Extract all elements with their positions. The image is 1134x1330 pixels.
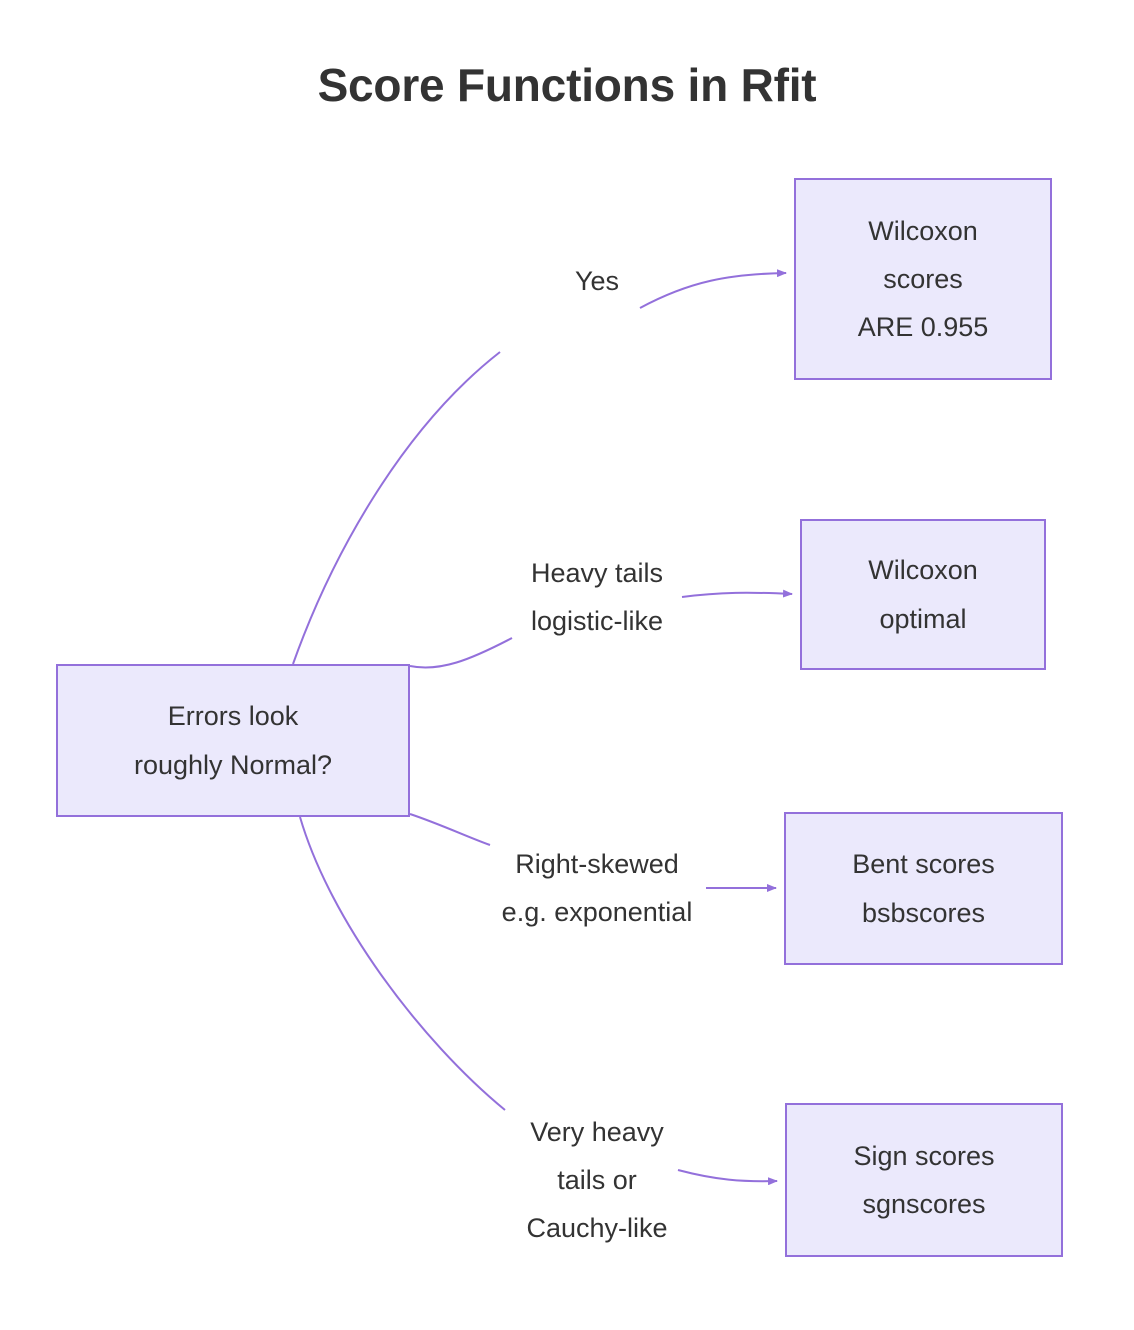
node-text-line: Wilcoxon (868, 215, 978, 246)
bent-scores-bsbscores[interactable]: Bent scores bsbscores (784, 812, 1063, 965)
edge-label-very-heavy: Very heavy tails or Cauchy-like (522, 1107, 672, 1253)
node-text-line: scores (883, 263, 963, 294)
node-text-line: Wilcoxon (868, 555, 978, 586)
edge-label-heavy-tails: Heavy tails logistic-like (526, 548, 668, 646)
sign-scores-sgnscores[interactable]: Sign scores sgnscores (785, 1103, 1063, 1257)
node-text-line: ARE 0.955 (857, 312, 989, 343)
wilcoxon-optimal[interactable]: Wilcoxon optimal (800, 519, 1046, 670)
edge-yes-part-a (292, 351, 501, 665)
edge-label-line: tails or (557, 1164, 637, 1195)
edge-label-line: Yes (574, 265, 620, 296)
edge-yes-part-b (639, 269, 787, 309)
node-text-line: Bent scores (852, 849, 995, 880)
node-text-line: sgnscores (862, 1189, 986, 1219)
edge-label-line: Right-skewed (515, 848, 679, 879)
edge-label-right-skewed: Right-skewed e.g. exponential (497, 839, 697, 937)
wilcoxon-scores-are[interactable]: Wilcoxon scores ARE 0.955 (794, 178, 1052, 380)
edge-label-line: logistic-like (530, 606, 664, 636)
edge-label-line: Cauchy-like (526, 1213, 668, 1244)
node-text-line: bsbscores (861, 897, 986, 928)
node-text-line: Sign scores (853, 1140, 995, 1171)
edge-heavy-tails-part-b (681, 589, 793, 598)
node-text-line: roughly Normal? (133, 749, 333, 780)
edge-very-heavy-part-b (677, 1169, 778, 1186)
node-text-line: Errors look (167, 701, 299, 732)
decision-errors-normal[interactable]: Errors look roughly Normal? (56, 664, 410, 817)
edge-label-line: Heavy tails (530, 557, 664, 588)
edge-label-line: Very heavy (530, 1116, 664, 1147)
edge-label-yes: Yes (570, 256, 624, 306)
edge-very-heavy-part-a (299, 816, 506, 1111)
node-text-line: optimal (879, 603, 967, 634)
edge-right-skewed-part-a (409, 813, 491, 846)
edge-heavy-tails-part-a (409, 637, 513, 669)
page-title: Score Functions in Rfit (317, 59, 817, 111)
edge-label-line: e.g. exponential (501, 897, 693, 927)
